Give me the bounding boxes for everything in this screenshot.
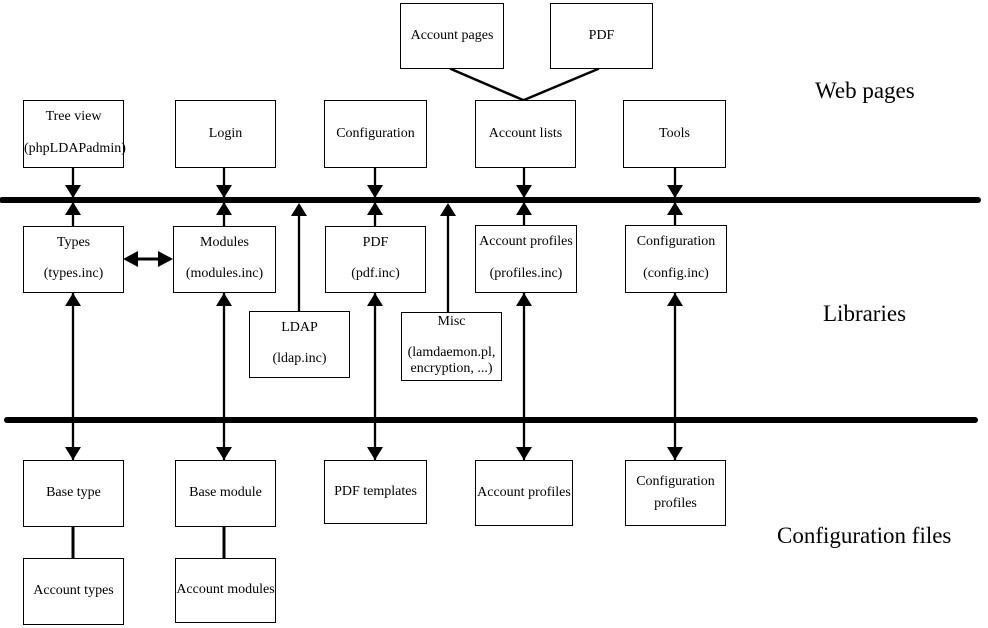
node-tools-label: Tools (659, 125, 690, 141)
edge-configuration-pdf-lib (367, 168, 383, 226)
edge-tree-view-types (65, 168, 81, 226)
edge-pdf-account-lists (522, 67, 600, 102)
edge-modules-base-module (216, 293, 232, 460)
edge-login-modules (216, 168, 232, 226)
node-login: Login (175, 100, 276, 168)
node-types-sublabel: (types.inc) (43, 265, 104, 281)
node-configuration-profiles: Configuration profiles (625, 460, 726, 526)
node-ldap: LDAP (ldap.inc) (249, 311, 350, 378)
node-tree-view: Tree view (phpLDAPadmin) (23, 100, 126, 168)
node-misc-sublabel-2: encryption, ...) (410, 360, 493, 376)
node-account-profiles-lib: Account profiles (profiles.inc) (475, 225, 577, 293)
node-base-module-label: Base module (189, 485, 262, 501)
edge-pdf-lib-pdf-templates (367, 293, 383, 460)
node-base-type-label: Base type (46, 485, 101, 501)
node-configuration-page-label: Configuration (336, 125, 415, 141)
node-pdf-page-label: PDF (588, 27, 615, 43)
node-configuration-page: Configuration (324, 100, 427, 168)
node-misc-sublabel-1: (lamdaemon.pl, (407, 344, 496, 360)
node-configuration-profiles-sublabel: profiles (654, 495, 697, 511)
node-account-profiles-files-label: Account profiles (477, 484, 571, 500)
edge-account-pages-account-lists (449, 67, 525, 102)
node-base-type: Base type (23, 460, 124, 527)
node-account-profiles-lib-sublabel: (profiles.inc) (489, 265, 563, 281)
node-account-profiles-lib-label: Account profiles (479, 234, 573, 249)
node-base-module: Base module (175, 460, 276, 527)
node-pdf-templates-label: PDF templates (334, 483, 417, 499)
node-configuration-lib-label: Configuration (636, 234, 716, 249)
node-account-modules-label: Account modules (176, 582, 275, 598)
node-configuration-profiles-label: Configuration (636, 474, 715, 490)
node-configuration-lib-sublabel: (config.inc) (643, 265, 709, 281)
edge-tools-configuration-lib (667, 168, 683, 225)
node-ldap-sublabel: (ldap.inc) (272, 350, 327, 366)
node-account-modules: Account modules (175, 558, 276, 623)
node-account-pages-label: Account pages (410, 27, 494, 43)
section-label-configuration-files: Configuration files (777, 523, 952, 548)
node-misc-label: Misc (437, 314, 466, 329)
node-account-types: Account types (23, 558, 124, 625)
node-configuration-lib: Configuration (config.inc) (625, 225, 727, 293)
node-account-types-label: Account types (33, 583, 114, 599)
edge-configuration-lib-profiles (667, 293, 683, 460)
edge-misc-bus (440, 203, 456, 312)
edge-types-base-type (65, 293, 81, 460)
node-tree-view-label: Tree view (45, 109, 102, 124)
node-account-pages: Account pages (400, 3, 504, 69)
node-modules-label: Modules (200, 235, 249, 250)
node-pdf-lib-label: PDF (362, 235, 389, 250)
edge-ldap-bus (291, 203, 307, 311)
edge-account-profiles-lib-files (516, 293, 532, 460)
node-tools: Tools (623, 100, 726, 168)
node-pdf-lib-sublabel: (pdf.inc) (351, 265, 400, 281)
node-ldap-label: LDAP (281, 320, 318, 335)
edge-account-lists-account-profiles-lib (516, 168, 532, 225)
section-label-libraries: Libraries (823, 301, 907, 326)
node-pdf-lib: PDF (pdf.inc) (325, 226, 426, 293)
node-account-lists: Account lists (475, 100, 576, 168)
node-modules-sublabel: (modules.inc) (185, 265, 264, 281)
node-modules: Modules (modules.inc) (173, 226, 276, 293)
node-account-profiles-files: Account profiles (475, 460, 573, 526)
node-account-lists-label: Account lists (488, 125, 563, 141)
node-tree-view-sublabel: (phpLDAPadmin) (24, 140, 126, 156)
node-pdf-templates: PDF templates (324, 460, 427, 524)
node-login-label: Login (208, 125, 243, 141)
edge-types-modules (123, 251, 173, 267)
node-types-label: Types (56, 235, 91, 250)
node-pdf-page: PDF (550, 3, 653, 69)
node-misc: Misc (lamdaemon.pl, encryption, ...) (401, 312, 502, 381)
node-types: Types (types.inc) (23, 226, 124, 293)
section-label-web-pages: Web pages (815, 78, 915, 103)
